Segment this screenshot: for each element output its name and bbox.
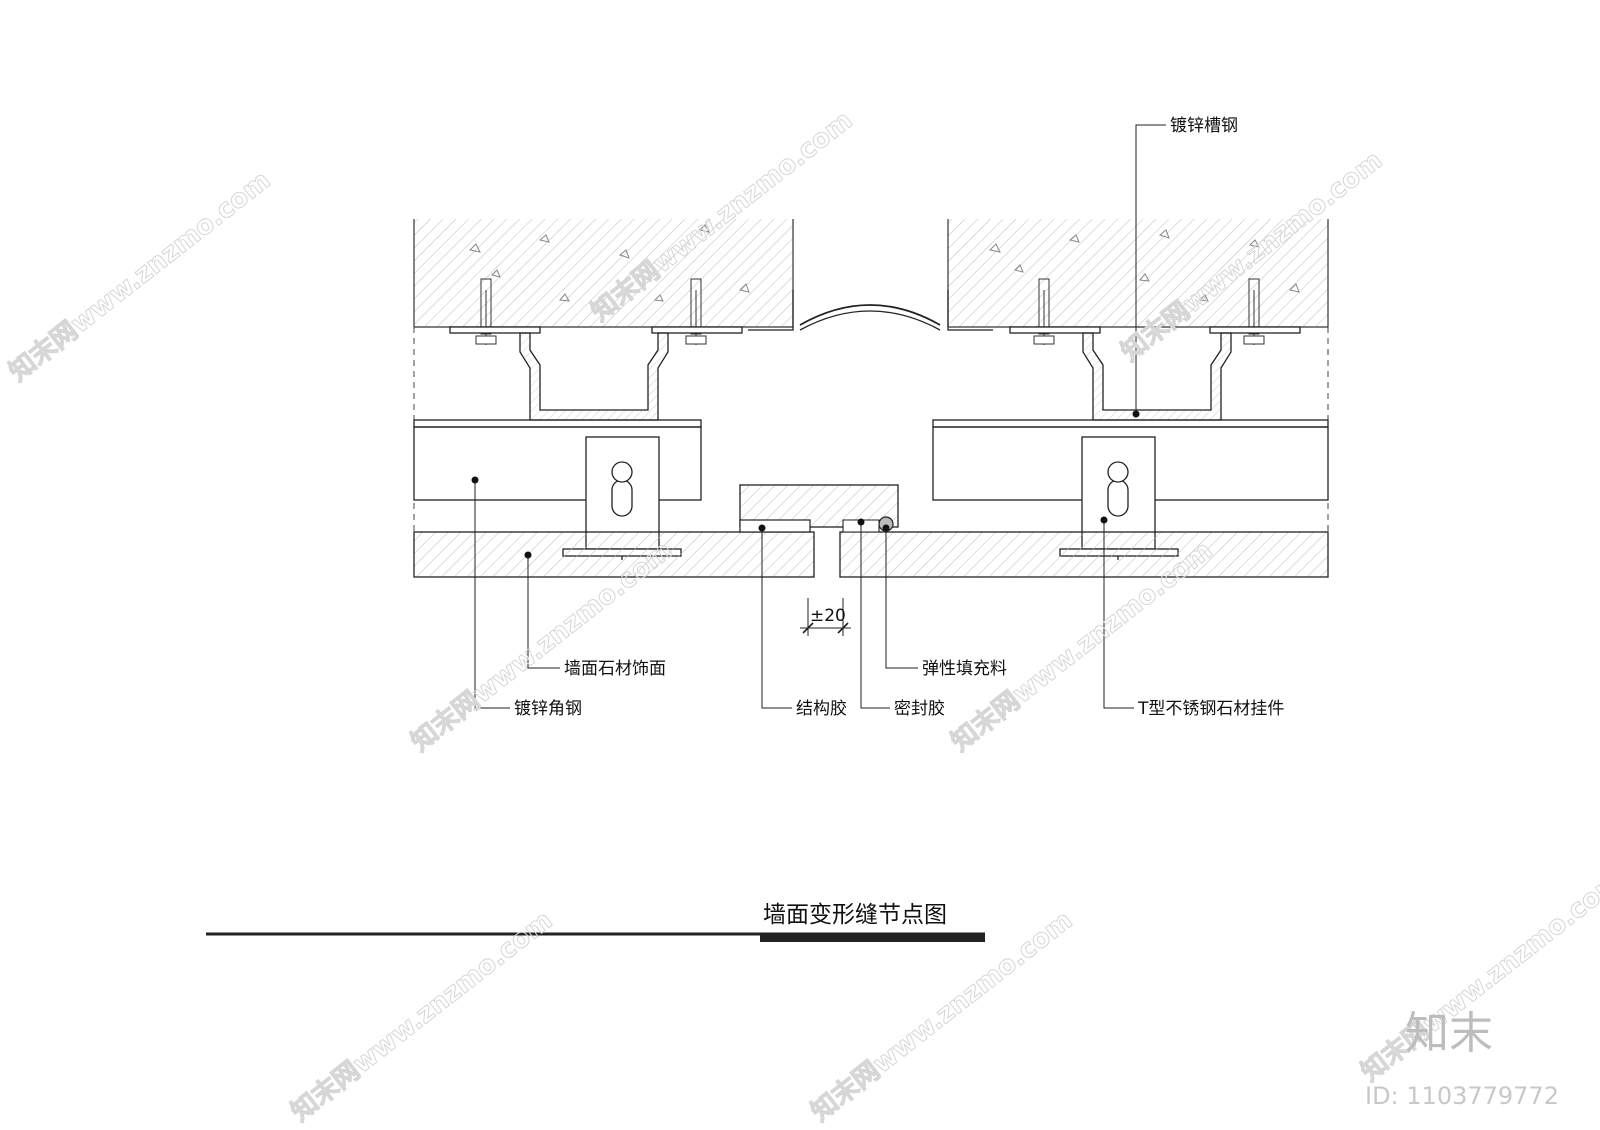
channel-steel	[519, 332, 1232, 421]
label-angle-steel: 镀锌角钢	[514, 699, 582, 719]
concrete-wall-right	[947, 219, 1329, 328]
label-stone-facing: 墙面石材饰面	[564, 659, 666, 679]
label-structural-adhesive: 结构胶	[796, 699, 847, 719]
anchor-bolts	[475, 278, 1265, 345]
leader-dots	[471, 410, 1140, 559]
dimension-text: ±20	[810, 606, 846, 626]
base-plates	[449, 326, 1301, 334]
gap-dimension	[800, 598, 851, 636]
label-elastic-filler: 弹性填充料	[922, 659, 1007, 679]
watermark-1: 知末网www.znzmo.com	[4, 165, 276, 387]
watermark-group: 知末网www.znzmo.com 知末网www.znzmo.com 知末网www…	[3, 105, 1600, 1128]
brand-watermark: 知末	[1405, 1008, 1493, 1059]
label-sealant: 密封胶	[894, 699, 945, 719]
watermark-6: 知末网www.znzmo.com	[286, 905, 558, 1127]
label-channel-steel: 镀锌槽钢	[1170, 116, 1238, 136]
document-id: ID: 1103779772	[1365, 1082, 1559, 1110]
label-t-hanger: T型不锈钢石材挂件	[1137, 699, 1284, 719]
drawing-title: 墙面变形缝节点图	[763, 902, 947, 928]
leaders	[474, 124, 1166, 709]
stone-facing	[413, 484, 1329, 578]
expansion-cover-plate	[748, 290, 993, 331]
title-underline	[206, 932, 985, 942]
